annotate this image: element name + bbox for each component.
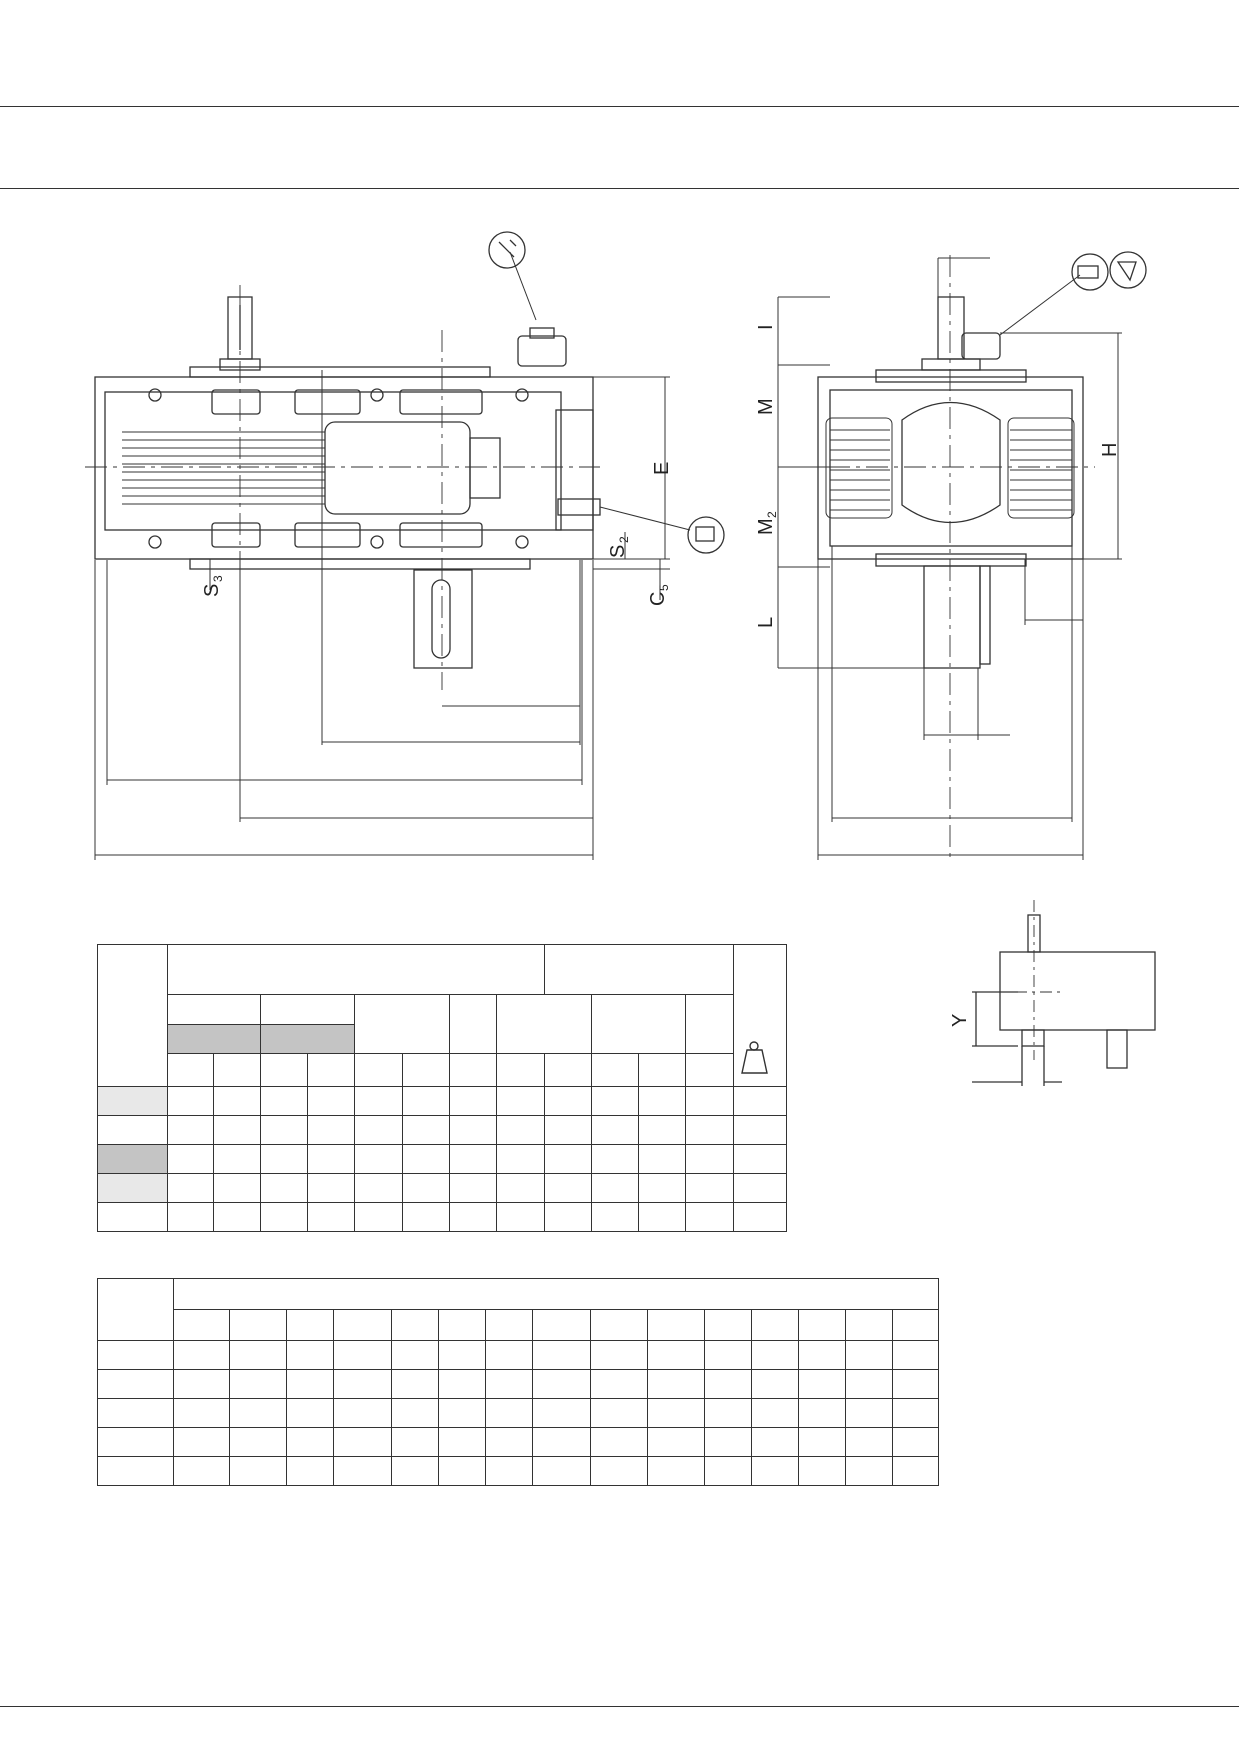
table-row	[96, 1427, 940, 1457]
table1-group-header-a	[167, 944, 545, 995]
table1-weight-header	[732, 944, 788, 1087]
table-row	[96, 1369, 940, 1399]
dim-label-l: L	[755, 617, 777, 628]
table1-col-header	[448, 1053, 498, 1087]
table1-col-header	[354, 1053, 403, 1087]
table1-col-header	[496, 1053, 545, 1087]
table1-col-header	[307, 1053, 356, 1087]
table-row	[96, 1115, 788, 1145]
side-view	[777, 255, 1122, 860]
table1-subheader	[167, 994, 261, 1025]
oil-drain-icon	[1109, 251, 1147, 289]
dim-label-m: M	[755, 398, 777, 415]
table1-col-header	[685, 1053, 734, 1087]
table1-shaded-header	[259, 1024, 356, 1054]
table1-col-header	[259, 1053, 309, 1087]
table2-group-header	[173, 1278, 939, 1310]
dim-label-s3-sub: 3	[211, 575, 225, 582]
table1-group-header-b	[543, 944, 734, 995]
table1-col-header	[167, 1053, 214, 1087]
oil-fill-icon	[1071, 253, 1109, 291]
table1-subheader	[259, 994, 356, 1025]
table-row	[96, 1144, 788, 1174]
table1-subheader	[354, 994, 450, 1054]
dim-label-c5: C	[647, 592, 669, 606]
dim-label-e: E	[651, 462, 673, 475]
table-row	[96, 1340, 940, 1370]
dim-label-h: H	[1099, 443, 1121, 457]
front-view	[85, 251, 691, 860]
dim-label-c5-sub: 5	[657, 584, 671, 591]
table1-col-header	[543, 1053, 592, 1087]
table-row	[96, 1202, 788, 1232]
header-rule-bottom	[0, 188, 1239, 189]
dim-label-s2-sub: 2	[617, 536, 631, 543]
table1-subheader	[448, 994, 498, 1054]
breather-plug-icon	[488, 231, 526, 269]
table1-col-header	[590, 1053, 640, 1087]
dim-label-y: Y	[949, 1014, 971, 1027]
mounting-figure	[972, 900, 1156, 1086]
dim-label-i: I	[755, 324, 777, 330]
footer-rule	[0, 1706, 1239, 1707]
table1-corner-cell	[96, 944, 169, 1087]
table-row	[96, 1173, 788, 1203]
header-rule-top	[0, 106, 1239, 107]
table1-col-header	[401, 1053, 450, 1087]
table1-subheader	[496, 994, 592, 1054]
oil-level-icon	[687, 516, 725, 554]
table-row	[96, 1086, 788, 1116]
table1-shaded-header	[167, 1024, 261, 1054]
table1-col-header	[212, 1053, 261, 1087]
dimension-table-1	[96, 944, 788, 1232]
dim-label-m2: M	[755, 518, 777, 535]
table1-col-header	[638, 1053, 687, 1087]
dim-label-s3: S	[201, 584, 223, 597]
table1-subheader	[590, 994, 687, 1054]
table2-corner-cell	[96, 1278, 175, 1341]
dimension-table-2	[96, 1278, 940, 1486]
table-row	[96, 1398, 940, 1428]
table-row	[96, 1456, 940, 1486]
dim-label-s2: S	[607, 545, 629, 558]
dim-label-m2-sub: 2	[765, 511, 779, 518]
